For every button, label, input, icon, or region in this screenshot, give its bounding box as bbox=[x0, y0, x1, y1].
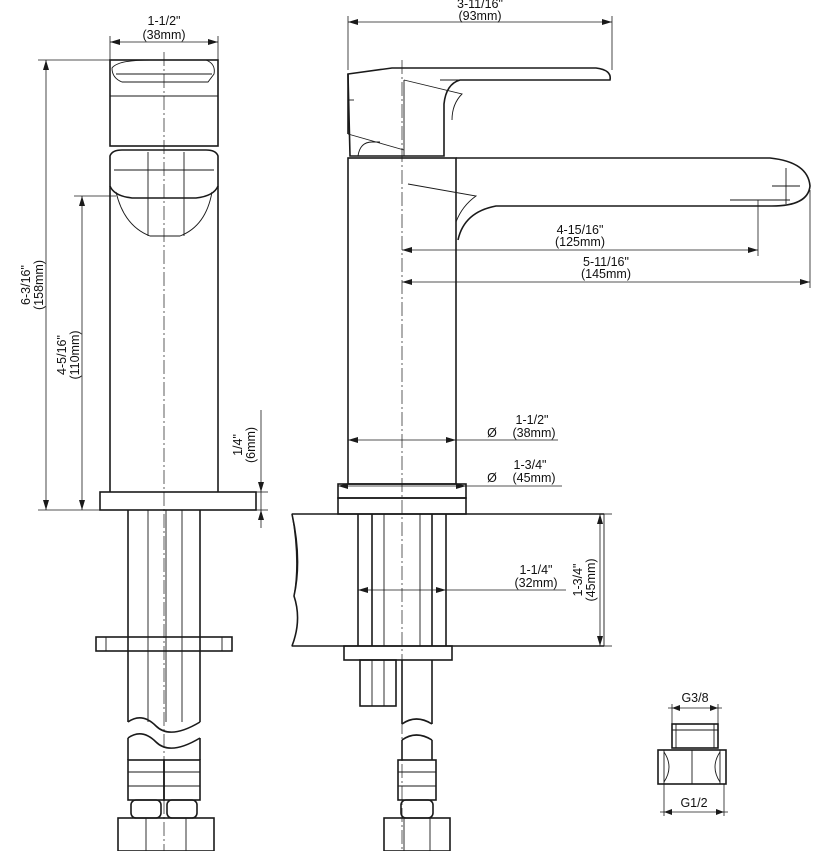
thread-adapter: G3/8 G1/2 bbox=[657, 691, 728, 816]
side-dimensions: 3-11/16" (93mm) 4-15/16" (125mm) 5-11/16… bbox=[338, 0, 811, 647]
side-hole-mm: (32mm) bbox=[514, 576, 557, 590]
side-spout-outer-mm: (145mm) bbox=[581, 267, 631, 281]
front-width-in: 1-1/2" bbox=[148, 14, 181, 28]
side-deck-in: 1-3/4" bbox=[571, 564, 585, 597]
front-base-in: 1/4" bbox=[231, 434, 245, 456]
front-dimensions: 1-1/2" (38mm) 6-3/16" (158mm) 4-5/16" (1… bbox=[19, 14, 268, 528]
diameter-symbol-1: Ø bbox=[487, 426, 497, 440]
side-spout-inner-mm: (125mm) bbox=[555, 235, 605, 249]
front-hose-fittings bbox=[117, 759, 215, 851]
side-shank bbox=[343, 514, 453, 851]
diameter-symbol-2: Ø bbox=[487, 471, 497, 485]
front-base-plate bbox=[99, 491, 257, 511]
deck-section bbox=[291, 513, 605, 647]
side-spout-inner-in: 4-15/16" bbox=[557, 223, 604, 237]
side-body-dia-mm: (38mm) bbox=[512, 426, 555, 440]
side-spout-outer-in: 5-11/16" bbox=[583, 255, 629, 269]
side-top-width-in: 3-11/16" bbox=[457, 0, 503, 11]
adapter-top-thread: G3/8 bbox=[681, 691, 708, 705]
front-body-height-in: 4-5/16" bbox=[55, 335, 69, 375]
front-width-mm: (38mm) bbox=[142, 28, 185, 42]
front-base-mm: (6mm) bbox=[244, 427, 258, 463]
front-view bbox=[95, 52, 257, 851]
adapter-bottom-thread: G1/2 bbox=[680, 796, 707, 810]
side-top-width-mm: (93mm) bbox=[458, 9, 501, 23]
side-hole-in: 1-1/4" bbox=[520, 563, 553, 577]
front-height-in: 6-3/16" bbox=[19, 265, 33, 305]
side-base-dia-mm: (45mm) bbox=[512, 471, 555, 485]
side-spout bbox=[456, 157, 811, 241]
side-handle bbox=[347, 67, 612, 157]
side-view bbox=[291, 60, 811, 851]
front-body-height-mm: (110mm) bbox=[68, 330, 82, 379]
side-base-dia-in: 1-3/4" bbox=[514, 458, 547, 472]
side-body-dia-in: 1-1/2" bbox=[516, 413, 549, 427]
side-deck-mm: (45mm) bbox=[584, 558, 598, 601]
front-height-mm: (158mm) bbox=[32, 260, 46, 310]
front-shanks bbox=[127, 510, 201, 760]
